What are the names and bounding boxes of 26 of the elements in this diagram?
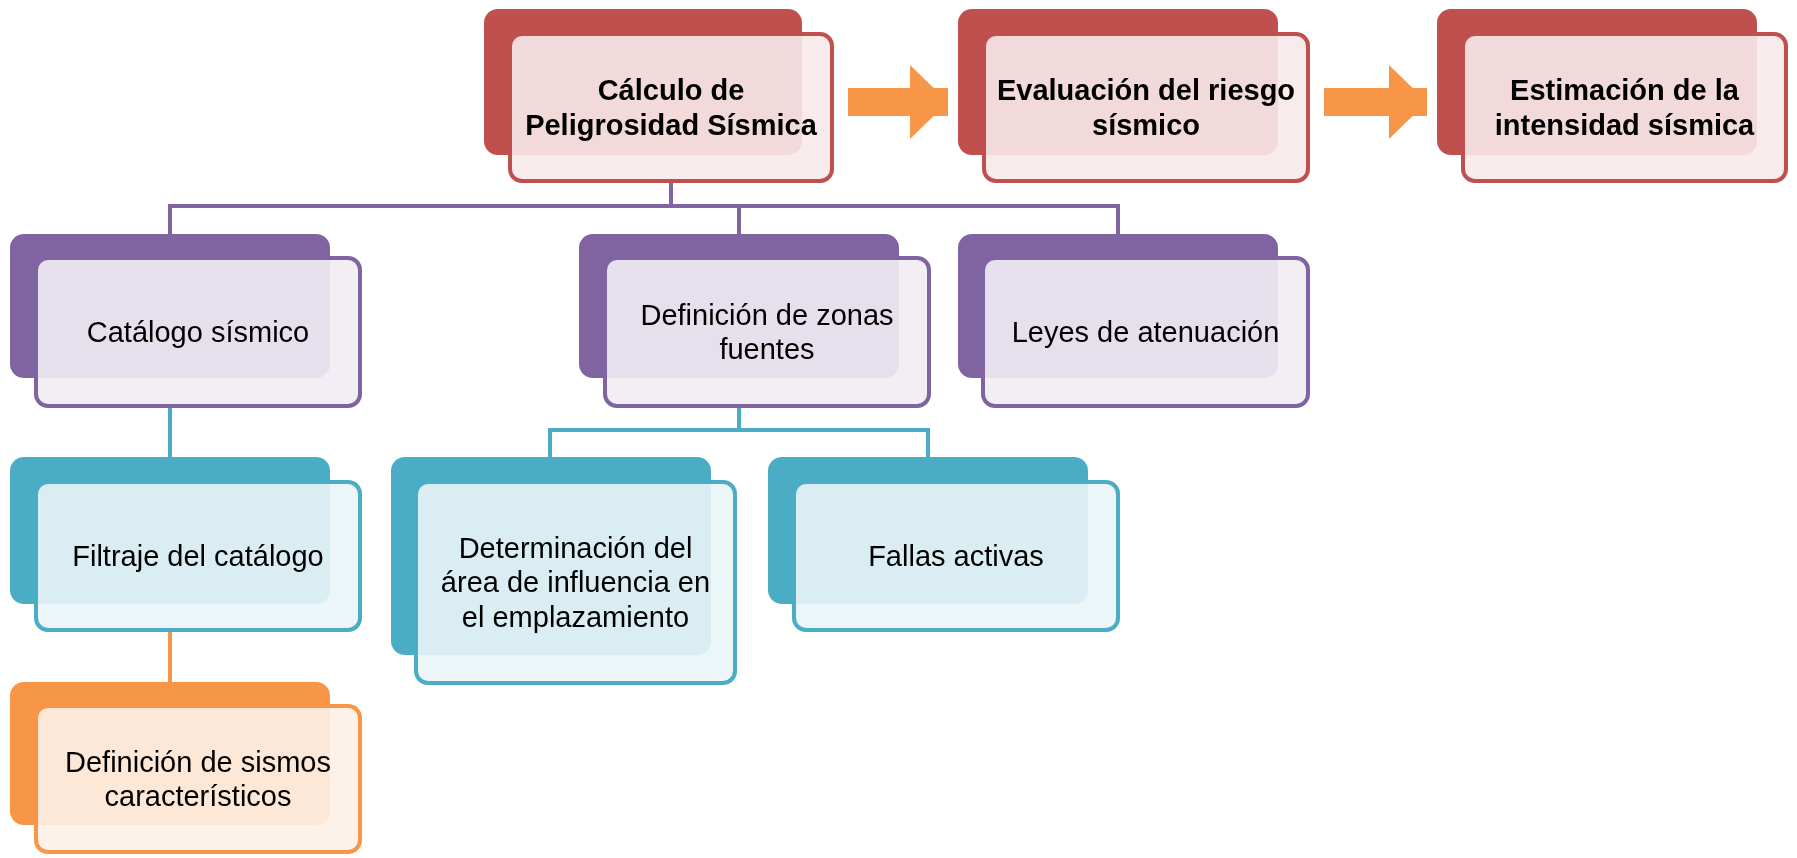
process-box xyxy=(958,9,1310,183)
box-label: Leyes de atenuación xyxy=(1010,314,1281,350)
box-label: Filtraje del catálogo xyxy=(71,538,325,574)
box-label: Definición de zonas fuentes xyxy=(639,297,895,367)
connector-line xyxy=(168,632,172,682)
connector-line xyxy=(669,183,1120,234)
process-box xyxy=(10,234,362,408)
box-label: Fallas activas xyxy=(867,538,1045,574)
box-label: Estimación de la intensidad sísmica xyxy=(1493,73,1756,142)
process-box xyxy=(10,457,362,632)
box-label: Determinación del área de influencia en el emplazamiento xyxy=(439,531,712,634)
connector-line xyxy=(168,408,172,457)
process-box xyxy=(958,234,1310,408)
box-label: Evaluación del riesgo sísmico xyxy=(995,73,1297,142)
process-box xyxy=(10,682,362,854)
process-box xyxy=(391,457,737,685)
connector-line xyxy=(737,408,930,457)
process-box xyxy=(1437,9,1788,183)
box-label: Catálogo sísmico xyxy=(85,314,311,350)
box-label: Cálculo de Peligrosidad Sísmica xyxy=(524,73,818,142)
block-arrow xyxy=(1324,65,1427,139)
process-box xyxy=(579,234,931,408)
process-box xyxy=(484,9,834,183)
process-box xyxy=(768,457,1120,632)
box-label: Definición de sismos característicos xyxy=(64,744,332,814)
block-arrow xyxy=(848,65,948,139)
